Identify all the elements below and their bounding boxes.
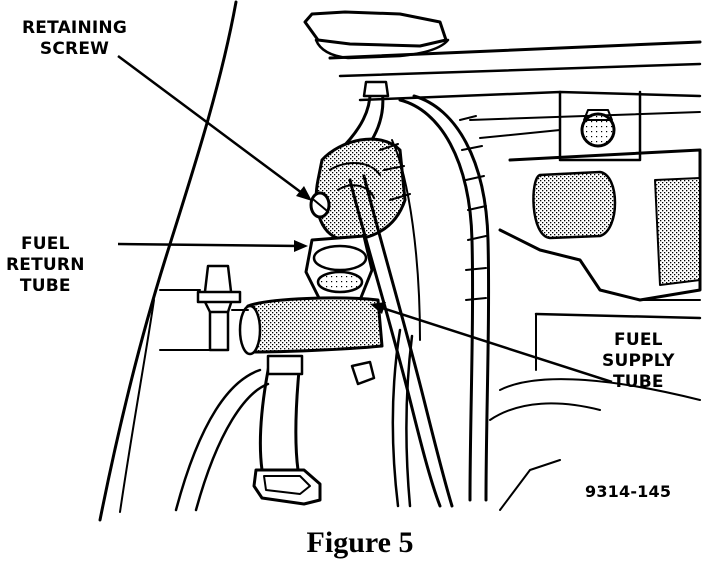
label-supply-line3: TUBE bbox=[612, 372, 664, 392]
bracket bbox=[558, 90, 642, 162]
label-retaining-screw: RETAINING SCREW bbox=[22, 18, 127, 60]
arrowhead-return bbox=[294, 240, 308, 252]
vertical-tube-left bbox=[348, 178, 442, 508]
hose-clamp bbox=[202, 264, 234, 314]
leader-fuel-supply bbox=[375, 304, 613, 384]
label-return-line2: RETURN bbox=[6, 255, 85, 275]
reservoir-cap bbox=[303, 10, 448, 48]
fender-inner bbox=[119, 299, 155, 513]
fuel-supply-tube bbox=[239, 296, 384, 354]
intake-rail-top bbox=[328, 40, 702, 60]
label-fuel-supply-tube: FUEL SUPPLY TUBE bbox=[602, 330, 675, 393]
label-return-line1: FUEL bbox=[20, 234, 70, 254]
figure-code: 9314-145 bbox=[585, 482, 672, 501]
arrowhead-retaining bbox=[296, 186, 312, 201]
label-fuel-return-tube: FUEL RETURN TUBE bbox=[6, 234, 85, 297]
label-supply-line2: SUPPLY bbox=[602, 351, 675, 371]
arrowhead-supply bbox=[370, 302, 386, 314]
label-retaining-line1: RETAINING bbox=[22, 18, 127, 38]
label-retaining-line2: SCREW bbox=[39, 39, 110, 59]
supply-nut bbox=[350, 360, 376, 386]
lower-hose-a bbox=[258, 358, 272, 472]
vertical-tube-right bbox=[398, 98, 475, 502]
leader-retaining-screw bbox=[117, 54, 307, 198]
figure-caption: Figure 5 bbox=[306, 526, 414, 559]
bracket-bolt bbox=[580, 112, 616, 148]
fender-edge bbox=[98, 0, 238, 522]
label-return-line3: TUBE bbox=[19, 276, 71, 296]
leader-fuel-return bbox=[117, 242, 301, 248]
engine-block bbox=[498, 148, 702, 302]
lower-hose-b bbox=[174, 368, 262, 512]
label-supply-line1: FUEL bbox=[614, 330, 663, 350]
